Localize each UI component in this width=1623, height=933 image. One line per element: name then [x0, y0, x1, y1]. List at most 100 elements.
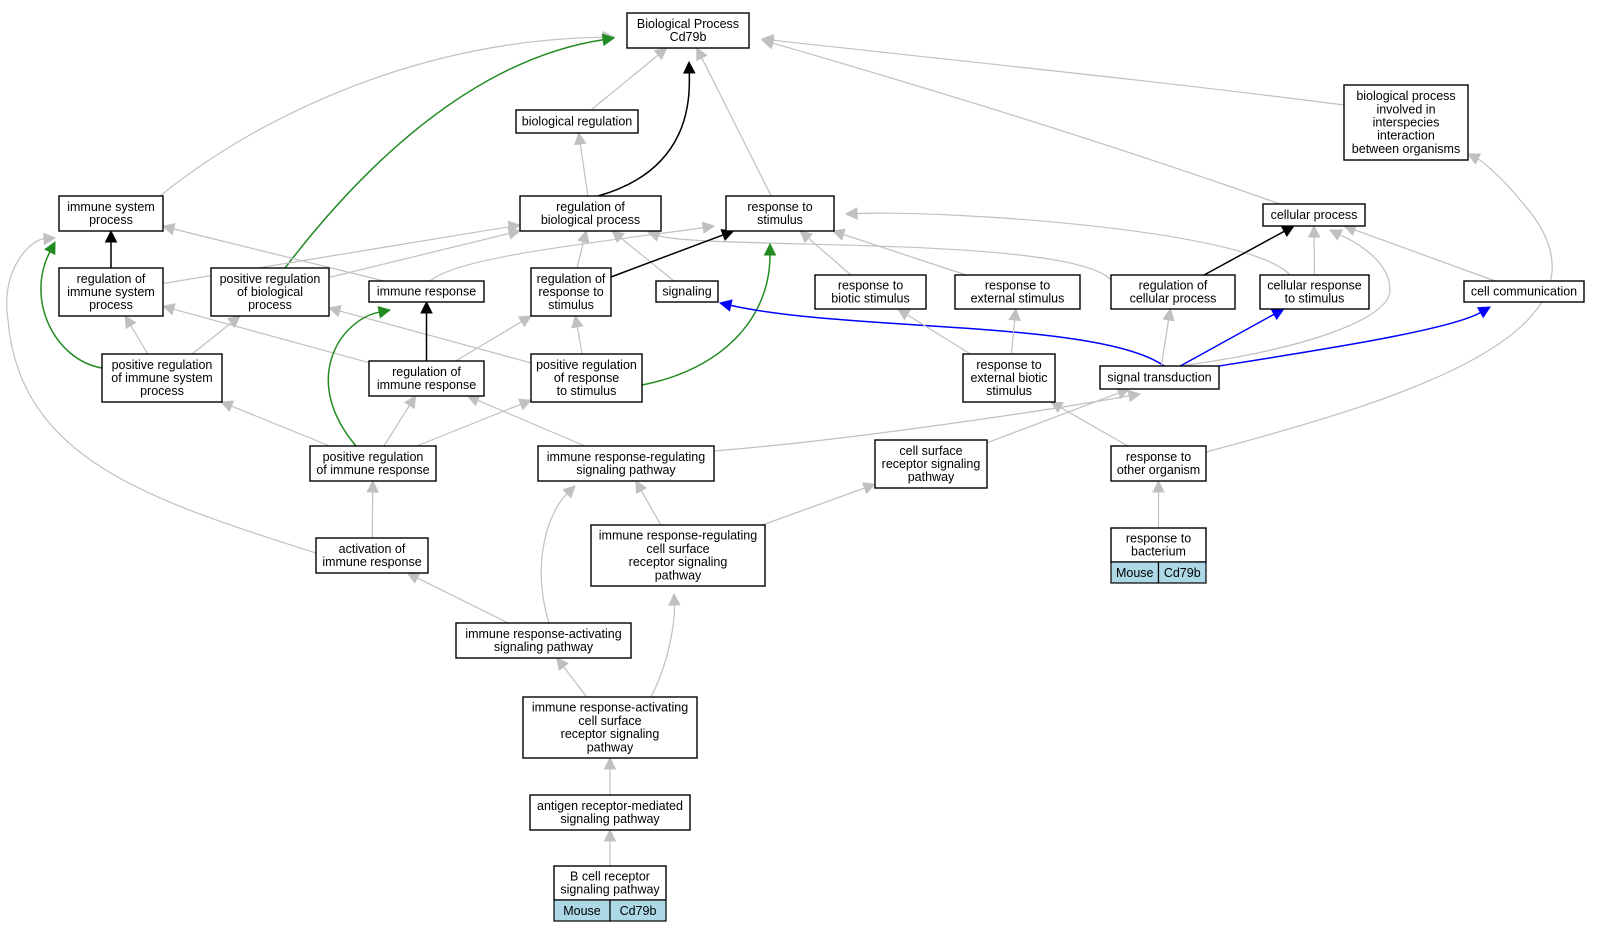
node-bioreg[interactable]: biological regulation: [515, 109, 639, 134]
edge-bioreg-to-root: [590, 47, 668, 111]
edge-line: [429, 227, 704, 282]
arrowhead-icon: [718, 299, 733, 312]
node-label-line: biotic stimulus: [831, 292, 910, 306]
node-label-line: immune response-regulating: [547, 450, 705, 464]
node-label-line: bacterium: [1131, 545, 1186, 559]
node-label-line: signaling pathway: [560, 812, 660, 826]
node-signaling[interactable]: signaling: [655, 280, 719, 303]
node-label-line: of biological: [237, 285, 303, 299]
node-immresp[interactable]: immune response: [368, 280, 485, 303]
edge-line: [455, 321, 522, 362]
arrowhead-icon: [831, 228, 846, 241]
edge-line: [762, 487, 865, 526]
node-box: [522, 696, 698, 759]
arrowhead-icon: [517, 315, 532, 328]
edge-line: [713, 395, 1130, 452]
node-box: [1259, 274, 1370, 310]
edge-respstim-to-root: [696, 47, 772, 197]
node-box: [101, 353, 223, 403]
edge-line: [620, 237, 675, 282]
edge-sigtrans-to-regcell: [1160, 307, 1175, 367]
gene-tag: Cd79b: [1164, 566, 1201, 580]
node-label-line: process: [89, 298, 133, 312]
node-label-line: response to: [985, 278, 1050, 292]
edge-cellresp-to-cellproc: [1307, 224, 1321, 276]
edge-line: [159, 36, 604, 197]
node-label-line: regulation of: [556, 200, 625, 214]
arrowhead-icon: [653, 47, 668, 61]
node-box: [58, 267, 164, 317]
arrowhead-icon: [701, 221, 716, 234]
edge-posregbio-to-regbio: [328, 227, 522, 279]
edge-respbiotic-to-respstim: [799, 230, 852, 276]
edge-irrsp-to-sigtrans: [713, 389, 1142, 452]
node-label-line: pathway: [587, 740, 634, 754]
edge-respbact-to-respother: [1152, 479, 1165, 528]
node-label-line: to stimulus: [1285, 292, 1345, 306]
edge-regrespstim-to-respstim: [610, 229, 735, 278]
arrowhead-icon: [161, 222, 176, 236]
node-box: [590, 524, 766, 587]
node-label-line: signaling pathway: [576, 463, 676, 477]
node-cellproc[interactable]: cellular process: [1262, 203, 1366, 227]
node-label-line: positive regulation: [220, 272, 321, 286]
edge-line: [597, 72, 691, 197]
arrowhead-icon: [603, 828, 617, 842]
arrowhead-icon: [1328, 229, 1344, 241]
edge-posregimsys-to-posregbio: [191, 315, 241, 355]
arrowhead-icon: [366, 479, 379, 493]
edge-respextbio-to-respbiotic: [896, 308, 971, 355]
edge-line: [40, 251, 103, 369]
arrowhead-icon: [556, 657, 569, 671]
edge-immresp-to-respstim: [429, 221, 716, 282]
arrowhead-icon: [574, 131, 587, 146]
arrowhead-icon: [562, 485, 576, 499]
node-label-line: involved in: [1376, 102, 1435, 116]
edge-line: [986, 392, 1120, 444]
node-label-line: regulation of: [392, 365, 461, 379]
node-sigtrans[interactable]: signal transduction: [1099, 365, 1220, 390]
node-label-line: stimulus: [548, 298, 594, 312]
node-label-line: response to: [747, 200, 812, 214]
edge-posregimmresp-to-regimmresp: [383, 395, 417, 447]
edge-interspecies-to-root: [760, 34, 1345, 106]
node-label-line: immune response: [322, 555, 421, 569]
edge-bcell-to-antigen: [603, 828, 617, 866]
arrowhead-icon: [1152, 479, 1165, 493]
arrowhead-icon: [517, 398, 533, 411]
node-box: [537, 445, 715, 482]
node-label-line: of immune system: [111, 371, 212, 385]
node-label-line: of immune response: [316, 463, 429, 477]
arrowhead-icon: [124, 315, 137, 330]
node-label-line: cell surface: [578, 714, 641, 728]
node-cellcomm[interactable]: cell communication: [1463, 280, 1585, 303]
